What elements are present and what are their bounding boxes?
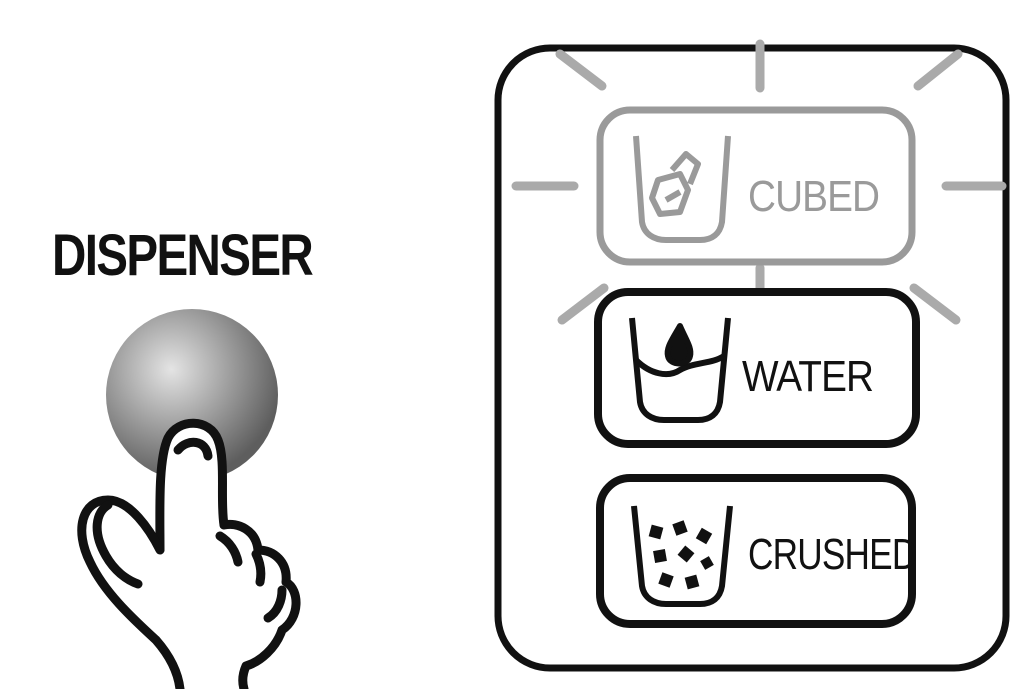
dispenser-button-illustration — [60, 300, 310, 689]
dispenser-label: DISPENSER — [52, 222, 312, 289]
option-crushed-label: CRUSHED — [748, 530, 916, 580]
option-cubed-label: CUBED — [748, 172, 879, 222]
pointing-hand-icon — [82, 423, 296, 689]
option-water-label: WATER — [742, 352, 873, 402]
dispenser-control-panel: CUBED WATER CRUSHED — [490, 30, 1020, 680]
dispenser-button-svg — [60, 300, 310, 689]
